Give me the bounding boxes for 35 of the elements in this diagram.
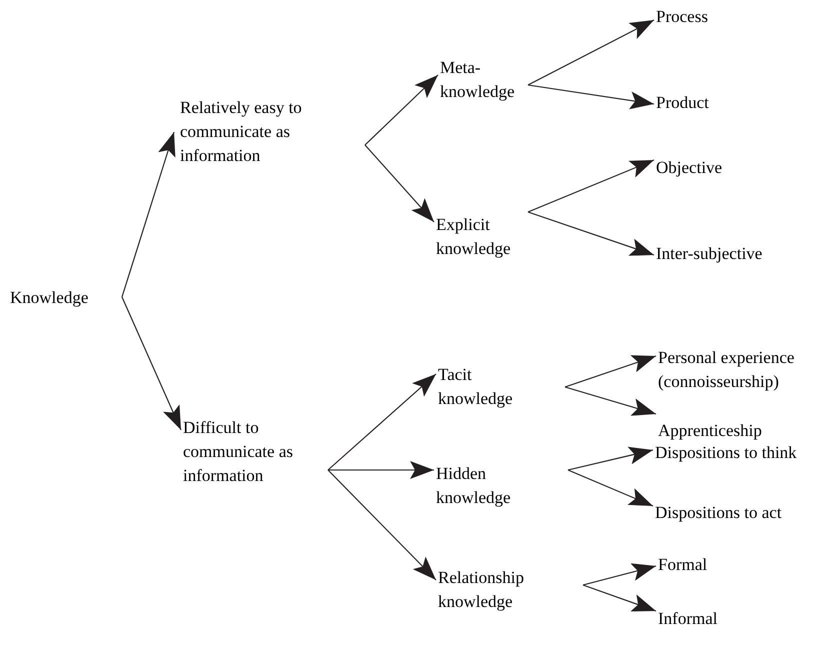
arrow: [564, 386, 656, 416]
arrow: [121, 132, 176, 298]
arrow: [528, 211, 654, 256]
node-label: Meta-knowledge: [440, 57, 516, 103]
arrow: [328, 461, 434, 479]
arrow: [328, 374, 436, 470]
arrow: [582, 584, 656, 612]
node-label: Explicit knowledge: [436, 214, 512, 260]
arrow: [364, 144, 434, 222]
node-label: Hidden knowledge: [436, 463, 512, 509]
node-label: Tacit knowledge: [438, 364, 514, 410]
node-label: Process: [656, 6, 708, 28]
node-label: Product: [656, 92, 709, 114]
node-label: Apprenticeship: [658, 420, 762, 442]
node-label: Informal: [658, 608, 718, 630]
arrow: [568, 446, 654, 471]
arrow: [582, 563, 656, 586]
node-label: Difficult to communicate as information: [183, 417, 294, 487]
node-label: Relationship knowledge: [438, 567, 525, 613]
node-label: Relatively easy to communicate as information: [180, 97, 303, 167]
node-label: Personal experience (connoisseurship): [658, 347, 796, 393]
arrow: [568, 470, 654, 506]
node-label: Dispositions to act: [655, 502, 782, 524]
arrow: [528, 20, 654, 86]
arrow: [564, 355, 656, 388]
arrow: [528, 84, 654, 110]
node-label: Formal: [658, 554, 708, 576]
arrow: [364, 74, 438, 146]
arrow: [122, 296, 182, 430]
arrow: [328, 470, 436, 580]
arrow: [528, 160, 654, 212]
node-label: Objective: [656, 157, 722, 179]
node-label: Dispositions to think: [655, 442, 797, 464]
node-label: Knowledge: [10, 287, 88, 309]
node-label: Inter-subjective: [656, 243, 762, 265]
